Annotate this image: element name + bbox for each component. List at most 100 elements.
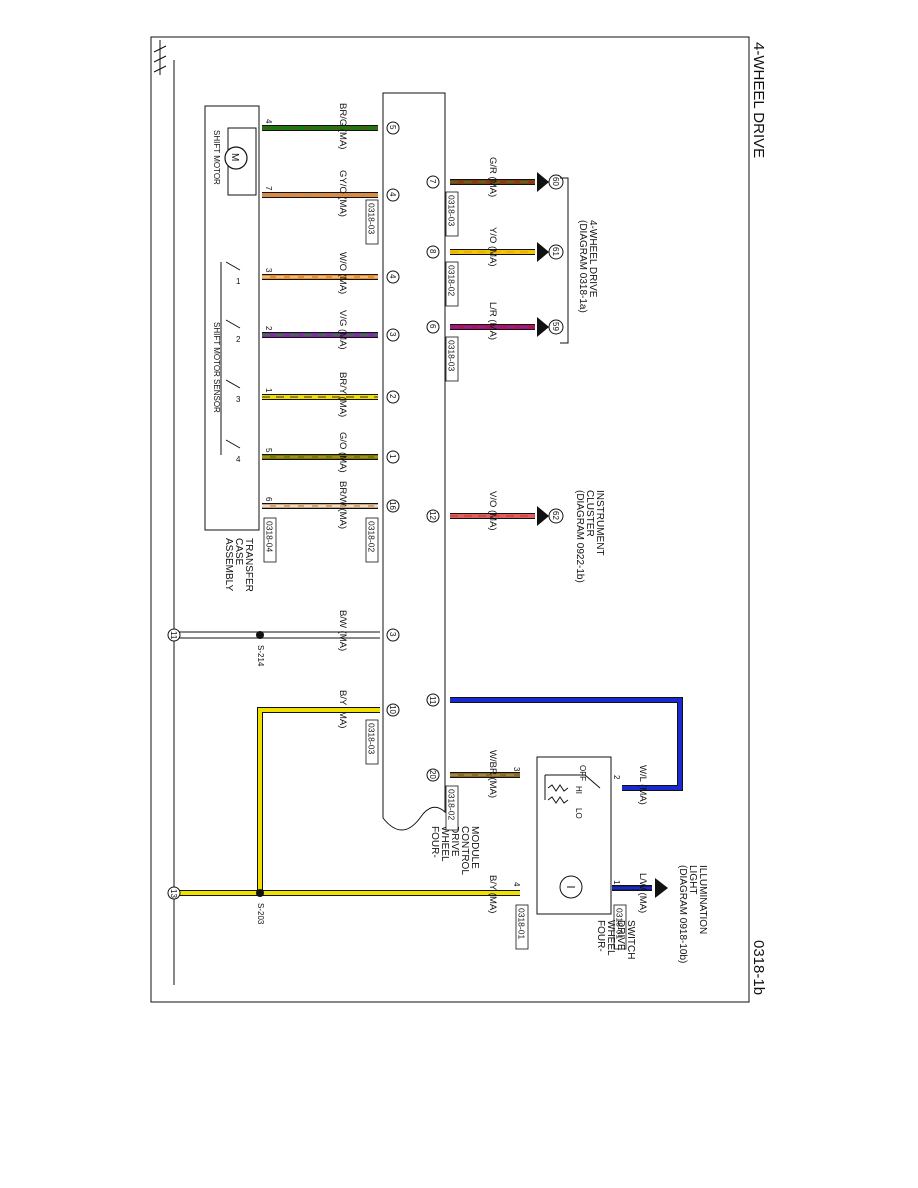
transfer-case-label: TRANSFER CASE ASSEMBLY [223,538,254,592]
svg-text:DRIVE: DRIVE [449,826,460,857]
connector-left-1 [365,199,379,245]
right-module-pin-0-label: 7 [428,179,437,184]
right-ref-pin-1 [548,244,564,260]
right-wire-label-0: G/R (MA) [487,157,498,197]
splice-s203-label: S-203 [256,903,265,925]
connector-right-2 [445,261,459,307]
shift-motor-label: SHIFT MOTOR [212,130,221,185]
w-l-wire-label: W/L (MA) [637,765,648,805]
splice-s203 [256,889,264,897]
hatch-mark [153,40,167,75]
right-module-pin-3-label: 12 [428,511,437,520]
svg-text:SWITCH: SWITCH [625,920,636,959]
left-module-pin-0-label: 5 [388,125,397,130]
connector-right-4-label: 0318-02 [447,789,457,820]
left-module-pin-8-label: 10 [388,705,397,714]
left-wire-label-0: BR/G (MA) [337,103,348,149]
svg-text:LIGHT: LIGHT [687,865,698,894]
module-pin-11-label: 11 [428,696,437,705]
svg-text:WHEEL: WHEEL [439,826,450,862]
splice-s214-label: S-214 [256,645,265,667]
svg-text:HI: HI [574,786,583,794]
left-end-pin-0: 4 [264,119,273,124]
switch-by-label: B/Y (MA) [487,875,498,913]
left-wire-label-1: GY/O (MA) [337,170,348,217]
left-module-pin-3 [386,328,400,342]
reference-4wd: 4-WHEEL DRIVE (DIAGRAM 0318-1a) [560,177,598,344]
control-module-label: FOUR- WHEEL DRIVE CONTROL MODULE [429,826,480,875]
right-ref-pin-3 [548,508,564,524]
switch-pin-4: 4 [512,882,521,887]
svg-text:MODULE: MODULE [469,826,480,869]
ground-wiring [174,631,380,639]
svg-text:DRIVE: DRIVE [615,920,626,951]
connector-left-1-label: 0318-03 [367,203,377,234]
svg-text:CLUSTER: CLUSTER [584,490,595,537]
ground-point-11 [167,628,181,642]
ground-point-13-label: 13 [169,889,178,898]
left-wire-label-7: B/W (MA) [337,610,348,651]
left-end-pin-5: 5 [264,448,273,453]
left-end-pin-4: 1 [264,388,273,393]
svg-text:FOUR-: FOUR- [429,826,440,858]
left-wire-label-5: G/O (MA) [337,432,348,473]
right-ref-pin-label-1: 61 [551,247,560,256]
right-ref-pin-2 [548,319,564,335]
switch-box [536,756,612,915]
left-module-pin-2 [386,270,400,284]
right-arrow-3 [537,506,549,526]
switch-pin-2: 2 [612,775,621,780]
connector-left-3-label: 0318-03 [367,723,377,754]
illumination-arrow [655,878,668,898]
control-module-box [382,92,446,831]
reference-cluster: INSTRUMENT CLUSTER (DIAGRAM 0922-1b) [574,490,605,583]
sensor-contact-numbers: 1 2 3 4 [236,277,241,464]
connector-switch-2 [613,904,627,950]
right-end-pin-4: 3 [512,767,521,772]
left-module-pin-7-label: 3 [388,632,397,637]
connector-right-3-label: 0318-03 [447,340,457,371]
transfer-case-box [204,105,260,531]
right-module-pin-1 [426,245,440,259]
w-l-wire [450,697,683,791]
svg-text:4-WHEEL DRIVE: 4-WHEEL DRIVE [587,220,598,298]
left-end-pin-3: 2 [264,326,273,331]
page-title: 4-WHEEL DRIVE [750,42,767,158]
svg-text:3: 3 [236,395,241,404]
right-module-pin-1-label: 8 [428,249,437,254]
right-ref-pin-label-2: 59 [551,322,560,331]
right-wire-label-4: W/BR (MA) [487,750,498,798]
left-module-pin-6-label: 16 [388,501,397,510]
motor-symbol: M [229,153,240,161]
svg-text:CASE: CASE [233,538,244,566]
switch-pin-1: 1 [612,880,621,885]
by-wire-path [174,707,520,896]
svg-text:1: 1 [236,277,241,286]
connector-right-1-label: 0318-03 [447,195,457,226]
l-w-wire-label: L/W (MA) [637,873,648,913]
switch-positions: OFF HI LO [574,765,587,819]
svg-text:INSTRUMENT: INSTRUMENT [594,490,605,556]
right-module-pin-3 [426,509,440,523]
left-module-pin-7 [386,628,400,642]
illumination-reference: ILLUMINATION LIGHT (DIAGRAM 0918-10b) [677,865,708,963]
left-module-pin-0 [386,121,400,135]
right-arrow-1 [537,242,549,262]
left-module-pin-2-label: 4 [388,274,397,279]
connector-left-2 [365,517,379,563]
connector-switch-1-label: 0318-01 [517,908,527,939]
right-module-pin-2 [426,320,440,334]
connector-left-3 [365,719,379,765]
shift-motor-sensor-label: SHIFT MOTOR SENSOR [212,322,221,413]
svg-text:2: 2 [236,335,241,344]
connector-left-2-label: 0318-02 [367,521,377,552]
connector-switch-2-label: 0318-01 [615,908,625,939]
connector-switch-1 [515,904,529,950]
right-wire-label-1: Y/O (MA) [487,227,498,267]
right-ref-pin-label-0: 60 [551,177,560,186]
connector-left-4-label: 0318-04 [265,521,275,552]
left-module-pin-3-label: 3 [388,332,397,337]
diagram-number: 0318-1b [750,940,767,995]
left-module-pin-4-label: 2 [388,394,397,399]
